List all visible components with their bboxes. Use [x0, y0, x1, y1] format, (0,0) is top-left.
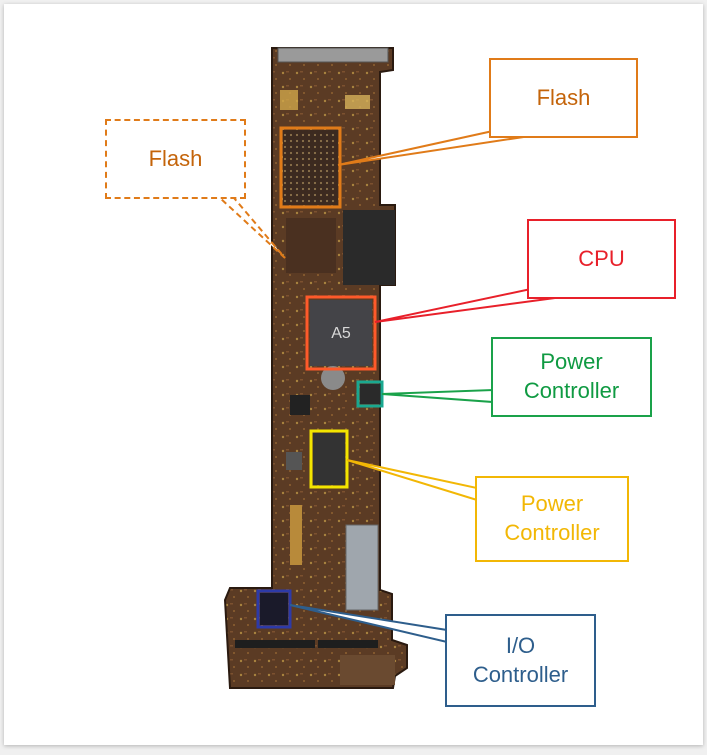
io-controller-callout: I/O Controller — [445, 614, 596, 707]
flash-callout: Flash — [489, 58, 638, 138]
flash-highlight — [279, 126, 342, 209]
power-controller-green-pointer — [381, 388, 494, 404]
io-controller-chip — [260, 593, 288, 625]
flash-dashed-callout: Flash — [105, 119, 246, 199]
power-controller-chip-small — [360, 384, 380, 404]
power-controller-chip — [313, 433, 345, 485]
dock-area — [340, 655, 395, 685]
shield-plate — [345, 524, 379, 611]
power-controller-green-callout: Power Controller — [491, 337, 652, 417]
cpu-chip-marking: A5 — [331, 325, 351, 342]
cpu-chip — [310, 300, 372, 366]
component-block — [286, 218, 336, 273]
flash-chip — [283, 130, 338, 205]
gold-pads-right — [345, 95, 370, 109]
bottom-connector-right — [318, 640, 378, 648]
cpu-highlight — [305, 295, 377, 371]
power-controller-yellow-callout: Power Controller — [475, 476, 629, 562]
inductor — [286, 452, 302, 470]
gold-pads — [280, 90, 298, 110]
io-controller-highlight — [256, 589, 292, 629]
mounting-screw — [321, 366, 345, 390]
small-chip — [290, 395, 310, 415]
cpu-callout: CPU — [527, 219, 676, 299]
power-controller-yellow-highlight — [309, 429, 349, 489]
flex-connector — [290, 505, 302, 565]
bottom-connector-left — [235, 640, 315, 648]
top-bracket — [277, 47, 389, 63]
connector-block — [343, 210, 395, 285]
